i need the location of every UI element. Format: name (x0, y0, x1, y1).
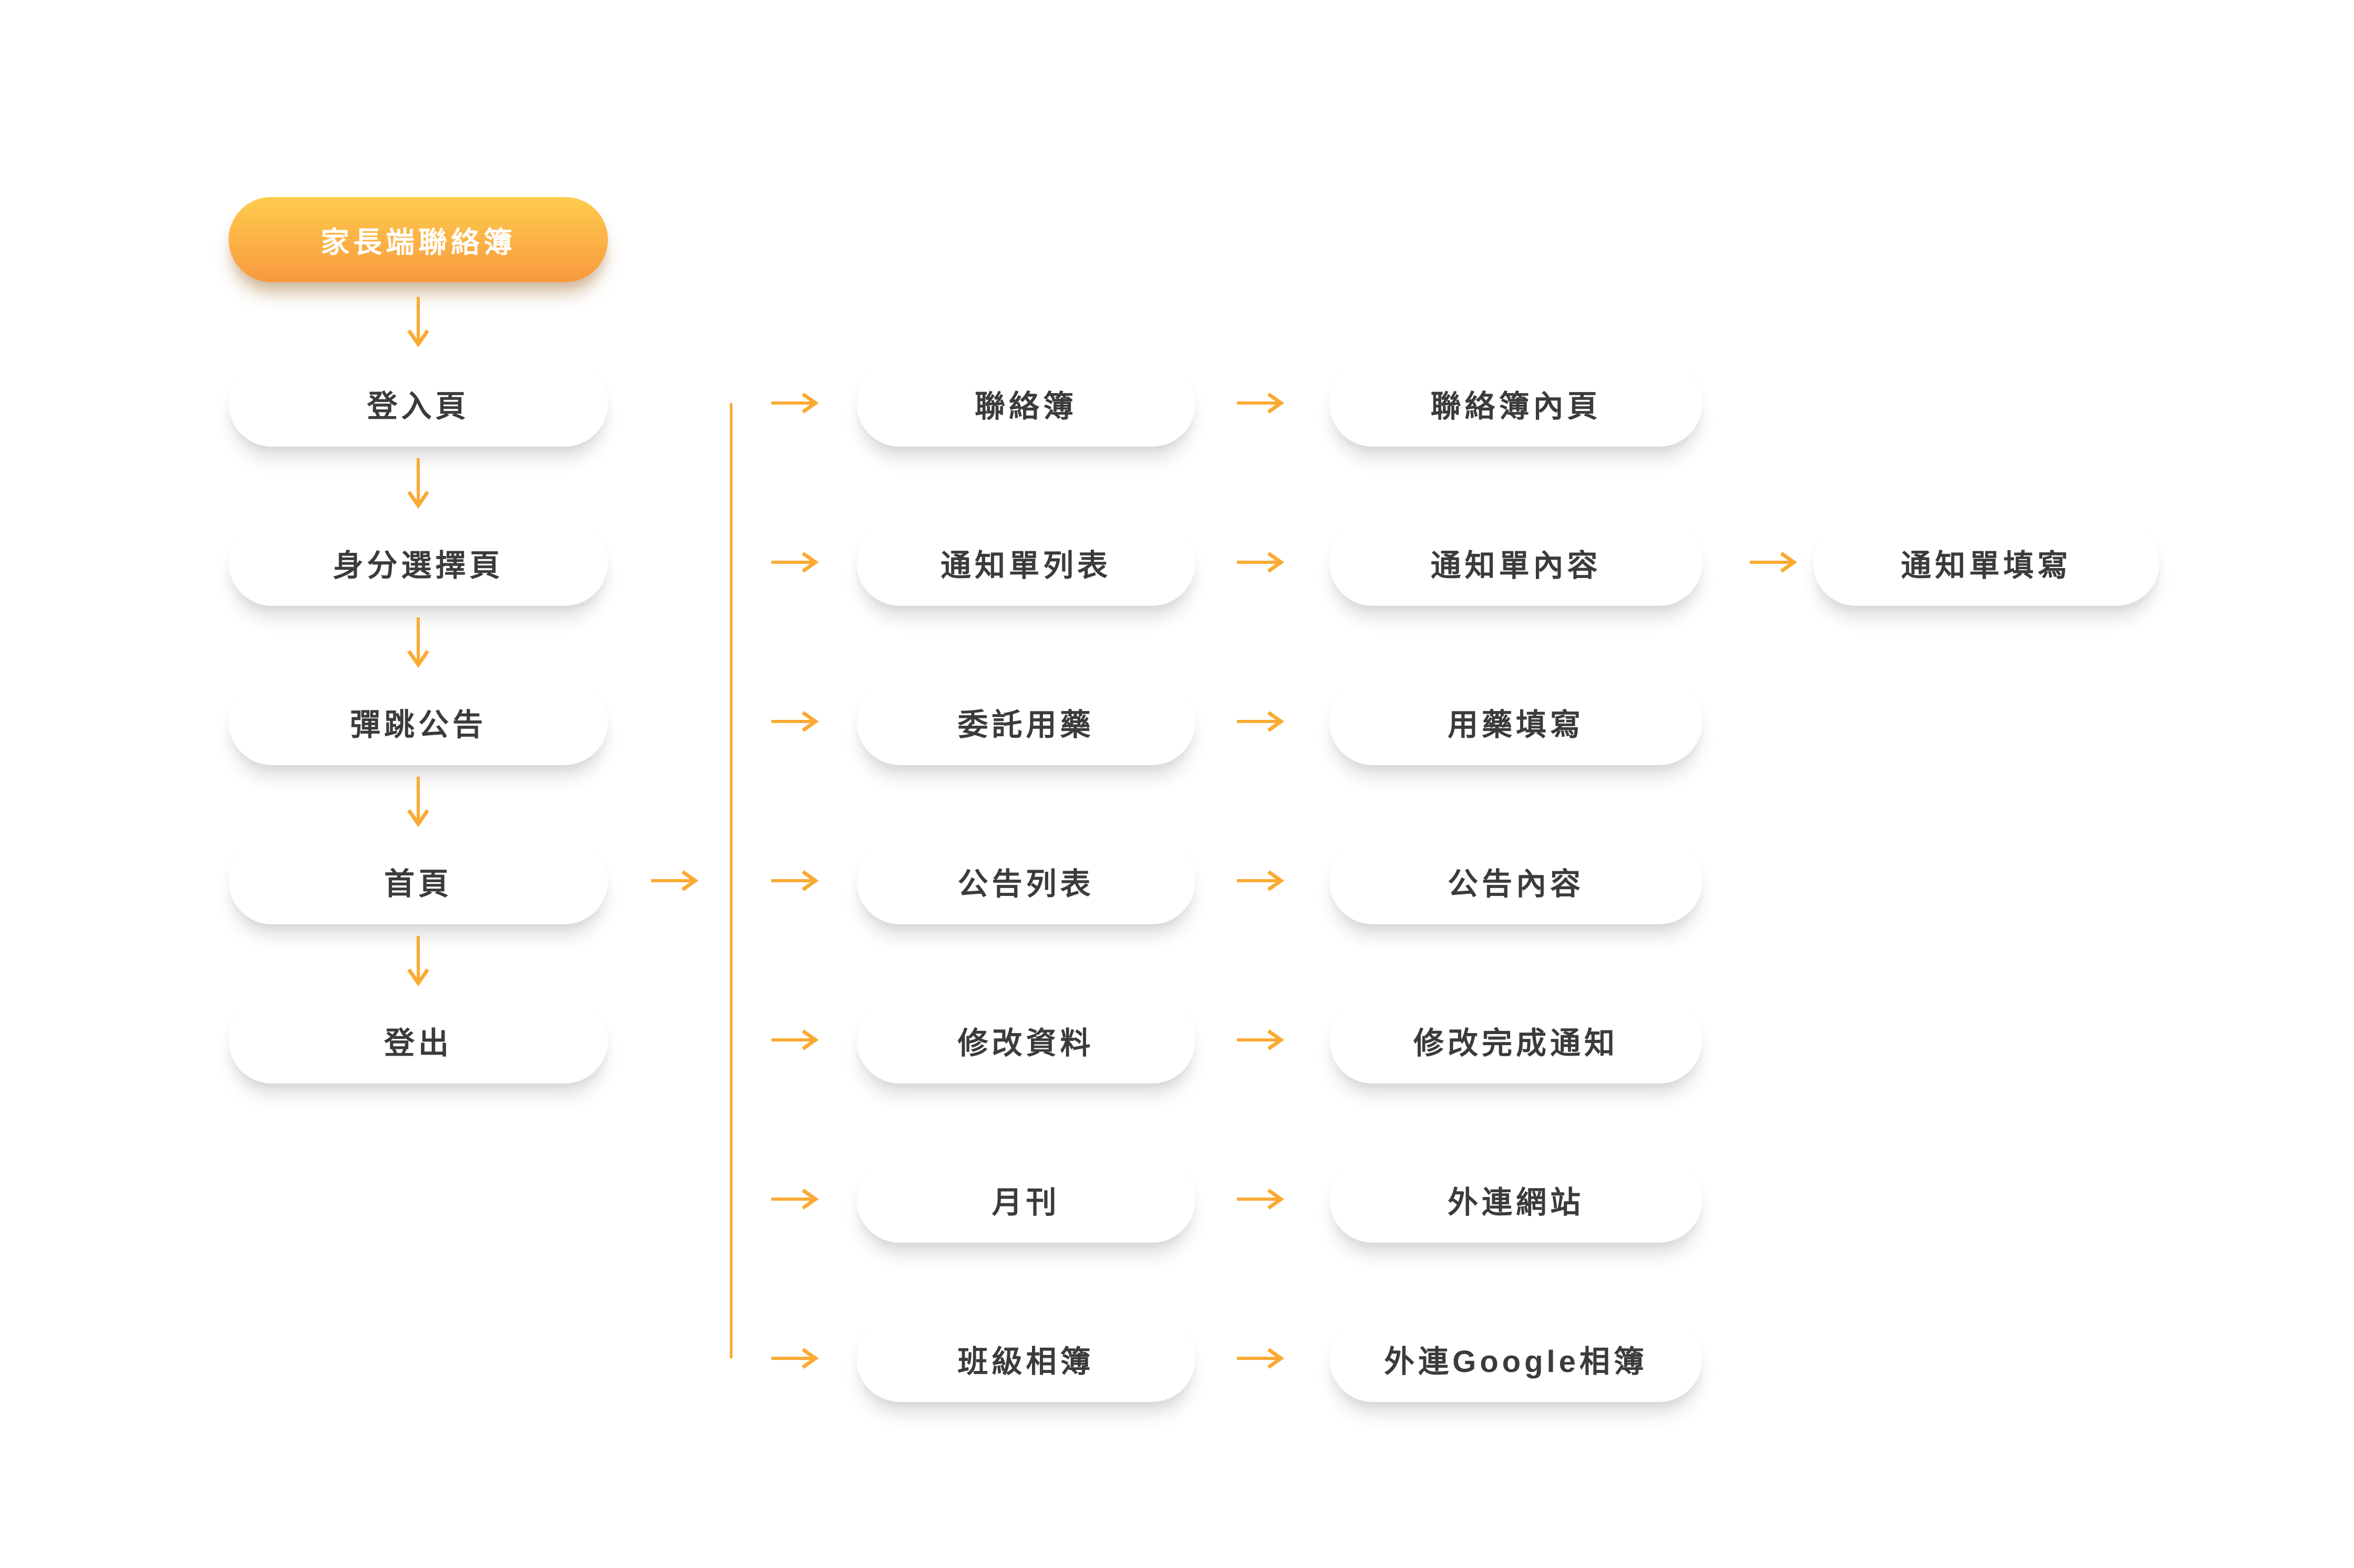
arrow-mid-row-5 (1237, 1029, 1285, 1050)
node-external-google-album: 外連Google相簿 (1329, 1315, 1702, 1402)
node-notice-fill: 通知單填寫 (1813, 519, 2160, 606)
arrow-mid-row-6 (1237, 1189, 1285, 1210)
arrow-branch-row-5 (771, 1029, 819, 1050)
arrow-home-to-trunk (651, 870, 699, 891)
arrow-mid-row-7 (1237, 1348, 1285, 1369)
node-announcement-list: 公告列表 (856, 838, 1195, 924)
node-popup-announcement: 彈跳公告 (229, 678, 608, 765)
node-external-website: 外連網站 (1329, 1156, 1702, 1243)
arrow-mid-row-1 (1237, 393, 1285, 414)
arrow-down-popup-to-home (407, 777, 429, 828)
node-home-page: 首頁 (229, 838, 608, 924)
arrow-branch-row-4 (771, 870, 819, 891)
node-notice-list: 通知單列表 (856, 519, 1195, 606)
arrow-mid-row-3 (1237, 711, 1285, 732)
arrow-mid-row-2 (1237, 552, 1285, 573)
node-monthly-journal: 月刊 (856, 1156, 1195, 1243)
arrow-branch-row-1 (771, 393, 819, 414)
node-notice-content: 通知單內容 (1329, 519, 1702, 606)
arrow-notice-content-to-fill (1750, 552, 1798, 573)
node-announcement-content: 公告內容 (1329, 838, 1702, 924)
arrow-branch-row-3 (771, 711, 819, 732)
node-role-select-page: 身分選擇頁 (229, 519, 608, 606)
branch-trunk-line (730, 403, 732, 1358)
node-class-album: 班級相簿 (856, 1315, 1195, 1402)
node-medication-request: 委託用藥 (856, 678, 1195, 765)
arrow-down-role-to-popup (407, 617, 429, 668)
arrow-mid-row-4 (1237, 870, 1285, 891)
arrow-down-root-to-login (407, 297, 429, 348)
arrow-down-home-to-logout (407, 936, 429, 987)
node-root-parent-contact-book: 家長端聯絡簿 (229, 197, 608, 282)
arrow-down-login-to-role (407, 458, 429, 509)
arrow-branch-row-7 (771, 1348, 819, 1369)
node-contact-book: 聯絡簿 (856, 360, 1195, 447)
node-edit-profile: 修改資料 (856, 997, 1195, 1084)
arrow-branch-row-6 (771, 1189, 819, 1210)
node-medication-fill: 用藥填寫 (1329, 678, 1702, 765)
node-contact-book-detail: 聯絡簿內頁 (1329, 360, 1702, 447)
arrow-branch-row-2 (771, 552, 819, 573)
node-logout: 登出 (229, 997, 608, 1084)
node-login-page: 登入頁 (229, 360, 608, 447)
node-edit-complete-notice: 修改完成通知 (1329, 997, 1702, 1084)
